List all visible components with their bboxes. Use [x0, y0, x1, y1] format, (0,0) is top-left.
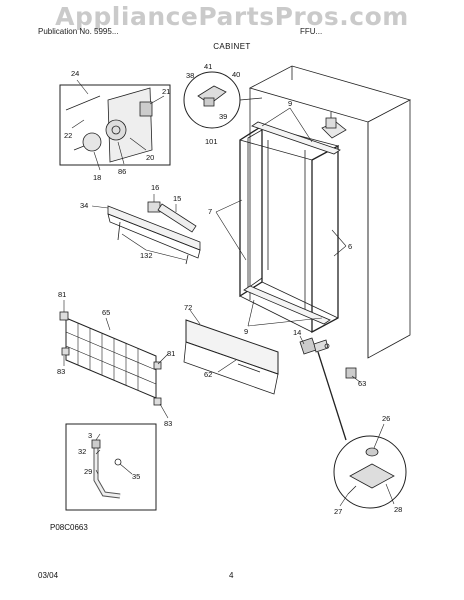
callout-81-right: 81 — [167, 349, 175, 358]
callout-40: 40 — [232, 70, 240, 79]
callout-6: 6 — [348, 242, 352, 251]
callout-29: 29 — [84, 467, 92, 476]
model-number: FFU... — [300, 27, 323, 36]
callout-34: 34 — [80, 201, 88, 210]
hinge-pin-inset — [317, 351, 407, 509]
diagram-code: P08C0663 — [50, 523, 88, 532]
cabinet-body — [248, 65, 412, 359]
footer-page-number: 4 — [229, 571, 234, 580]
callout-14: 14 — [293, 328, 301, 337]
hinge-bracket — [299, 337, 330, 355]
callout-21: 21 — [162, 87, 170, 96]
callout-20: 20 — [146, 153, 154, 162]
wire-shelf — [59, 311, 162, 406]
callout-38: 38 — [186, 71, 194, 80]
leader-lines — [63, 79, 395, 507]
watermark: AppliancePartsPros.com — [55, 2, 409, 31]
callout-18: 18 — [93, 173, 101, 182]
publication-number: Publication No. 5995... — [38, 27, 119, 36]
callout-62: 62 — [204, 370, 212, 379]
door-liner-frame — [239, 124, 340, 334]
leveling-leg — [345, 367, 357, 379]
callout-101: 101 — [205, 137, 218, 146]
callout-16: 16 — [151, 183, 159, 192]
callout-15: 15 — [173, 194, 181, 203]
callout-72: 72 — [184, 303, 192, 312]
callout-9-top: 9 — [288, 99, 292, 108]
callout-26: 26 — [382, 414, 390, 423]
callout-63: 63 — [358, 379, 366, 388]
callout-22: 22 — [64, 131, 72, 140]
callout-39: 39 — [219, 112, 227, 121]
callout-83-bottom: 83 — [164, 419, 172, 428]
callout-65: 65 — [102, 308, 110, 317]
callout-labels: 24 21 22 20 18 86 41 38 40 39 101 16 15 … — [57, 62, 402, 516]
callout-86: 86 — [118, 167, 126, 176]
callout-81-top: 81 — [58, 290, 66, 299]
light-shield — [107, 205, 201, 265]
callout-132: 132 — [140, 251, 153, 260]
callout-27: 27 — [334, 507, 342, 516]
control-inset-box — [59, 84, 171, 166]
base-grille — [183, 319, 279, 395]
footer-date: 03/04 — [38, 571, 59, 580]
callout-32: 32 — [78, 447, 86, 456]
callout-41: 41 — [204, 62, 212, 71]
hinge-detail-inset — [183, 71, 263, 129]
breaker-strips — [243, 121, 341, 325]
callout-83-left: 83 — [57, 367, 65, 376]
callout-9-bottom: 9 — [244, 327, 248, 336]
callout-35: 35 — [132, 472, 140, 481]
callout-7: 7 — [208, 207, 212, 216]
callout-3: 3 — [88, 431, 92, 440]
cabinet-thermostat — [321, 112, 347, 139]
callout-28: 28 — [394, 505, 402, 514]
drain-tube-inset — [65, 423, 157, 511]
section-title: CABINET — [213, 42, 251, 51]
callout-24: 24 — [71, 69, 79, 78]
